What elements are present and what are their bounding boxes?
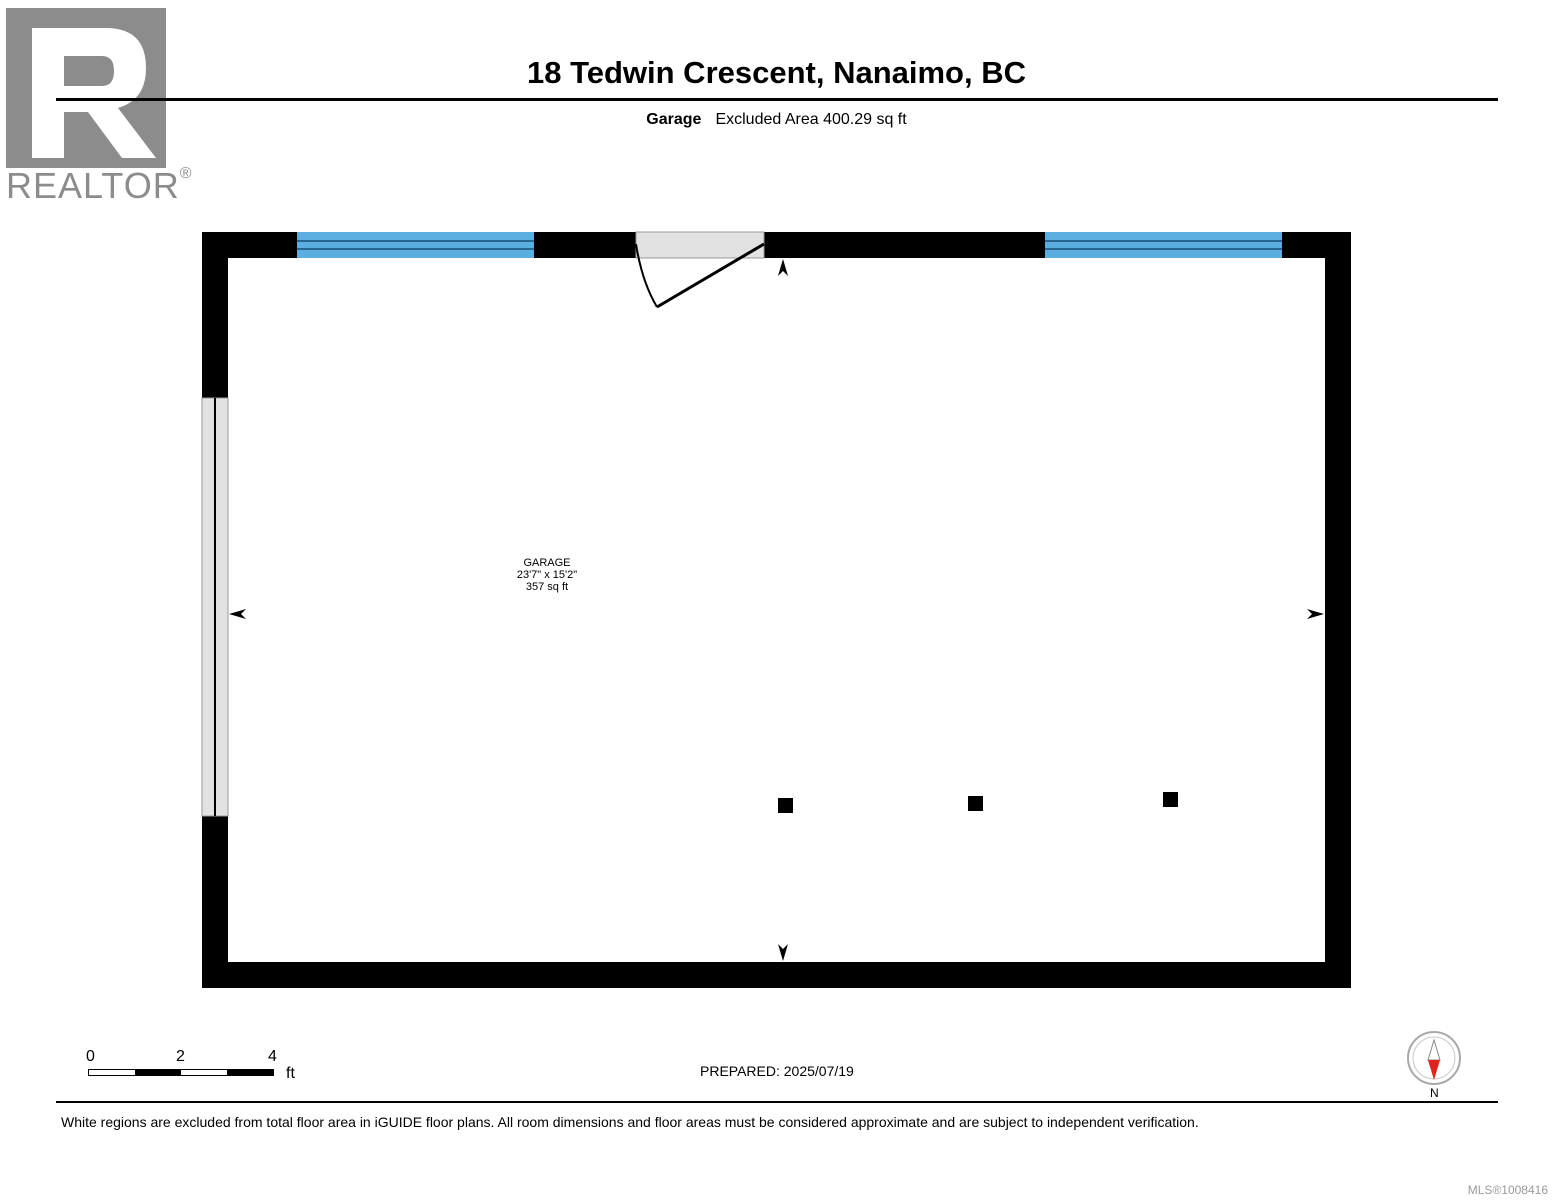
post-marker bbox=[778, 798, 793, 813]
window-top-right bbox=[1045, 232, 1282, 258]
scale-tick-2: 2 bbox=[176, 1048, 185, 1065]
page-title: 18 Tedwin Crescent, Nanaimo, BC bbox=[527, 55, 1026, 90]
door-top bbox=[635, 231, 765, 309]
floor-name: Garage bbox=[646, 111, 702, 128]
scale-segment bbox=[135, 1070, 181, 1075]
scale-segment bbox=[227, 1070, 273, 1075]
floor-subtitle: Garage Excluded Area 400.29 sq ft bbox=[0, 110, 1553, 130]
realtor-logo-text: REALTOR® bbox=[6, 165, 193, 206]
room-area: 357 sq ft bbox=[525, 581, 569, 593]
garage-door-left bbox=[201, 397, 229, 817]
scale-unit: ft bbox=[286, 1065, 295, 1082]
window-top-left bbox=[297, 232, 534, 258]
realtor-word: REALTOR bbox=[6, 165, 180, 206]
wall-right bbox=[1325, 232, 1351, 988]
scale-segment bbox=[181, 1070, 227, 1075]
wall-left-top bbox=[202, 232, 228, 398]
wall-bottom bbox=[202, 962, 1351, 988]
arrow-right bbox=[1307, 609, 1324, 619]
wall-left-bottom bbox=[202, 816, 228, 988]
scale-segment bbox=[89, 1070, 135, 1075]
title-rule bbox=[56, 98, 1498, 101]
arrow-bottom bbox=[778, 944, 788, 961]
post-marker bbox=[1163, 792, 1178, 807]
disclaimer-text: White regions are excluded from total fl… bbox=[61, 1114, 1199, 1130]
excluded-area: Excluded Area 400.29 sq ft bbox=[715, 111, 907, 128]
room-label: GARAGE 23'7" x 15'2" 357 sq ft bbox=[447, 557, 647, 593]
scale-bar bbox=[88, 1069, 274, 1076]
room-name: GARAGE bbox=[523, 557, 571, 569]
room-dimensions: 23'7" x 15'2" bbox=[516, 569, 578, 581]
registered-mark: ® bbox=[179, 165, 193, 182]
post-marker bbox=[968, 796, 983, 811]
compass-north-label: N bbox=[1430, 1086, 1439, 1100]
compass-icon bbox=[1407, 1031, 1461, 1085]
footer-rule bbox=[56, 1101, 1498, 1103]
scale-tick-4: 4 bbox=[268, 1048, 277, 1065]
arrow-top bbox=[778, 259, 788, 276]
mls-number: MLS®1008416 bbox=[1467, 1183, 1548, 1197]
scale-tick-0: 0 bbox=[86, 1048, 95, 1065]
arrow-left bbox=[229, 609, 246, 619]
realtor-logo bbox=[6, 8, 166, 168]
prepared-date: PREPARED: 2025/07/19 bbox=[700, 1063, 854, 1079]
